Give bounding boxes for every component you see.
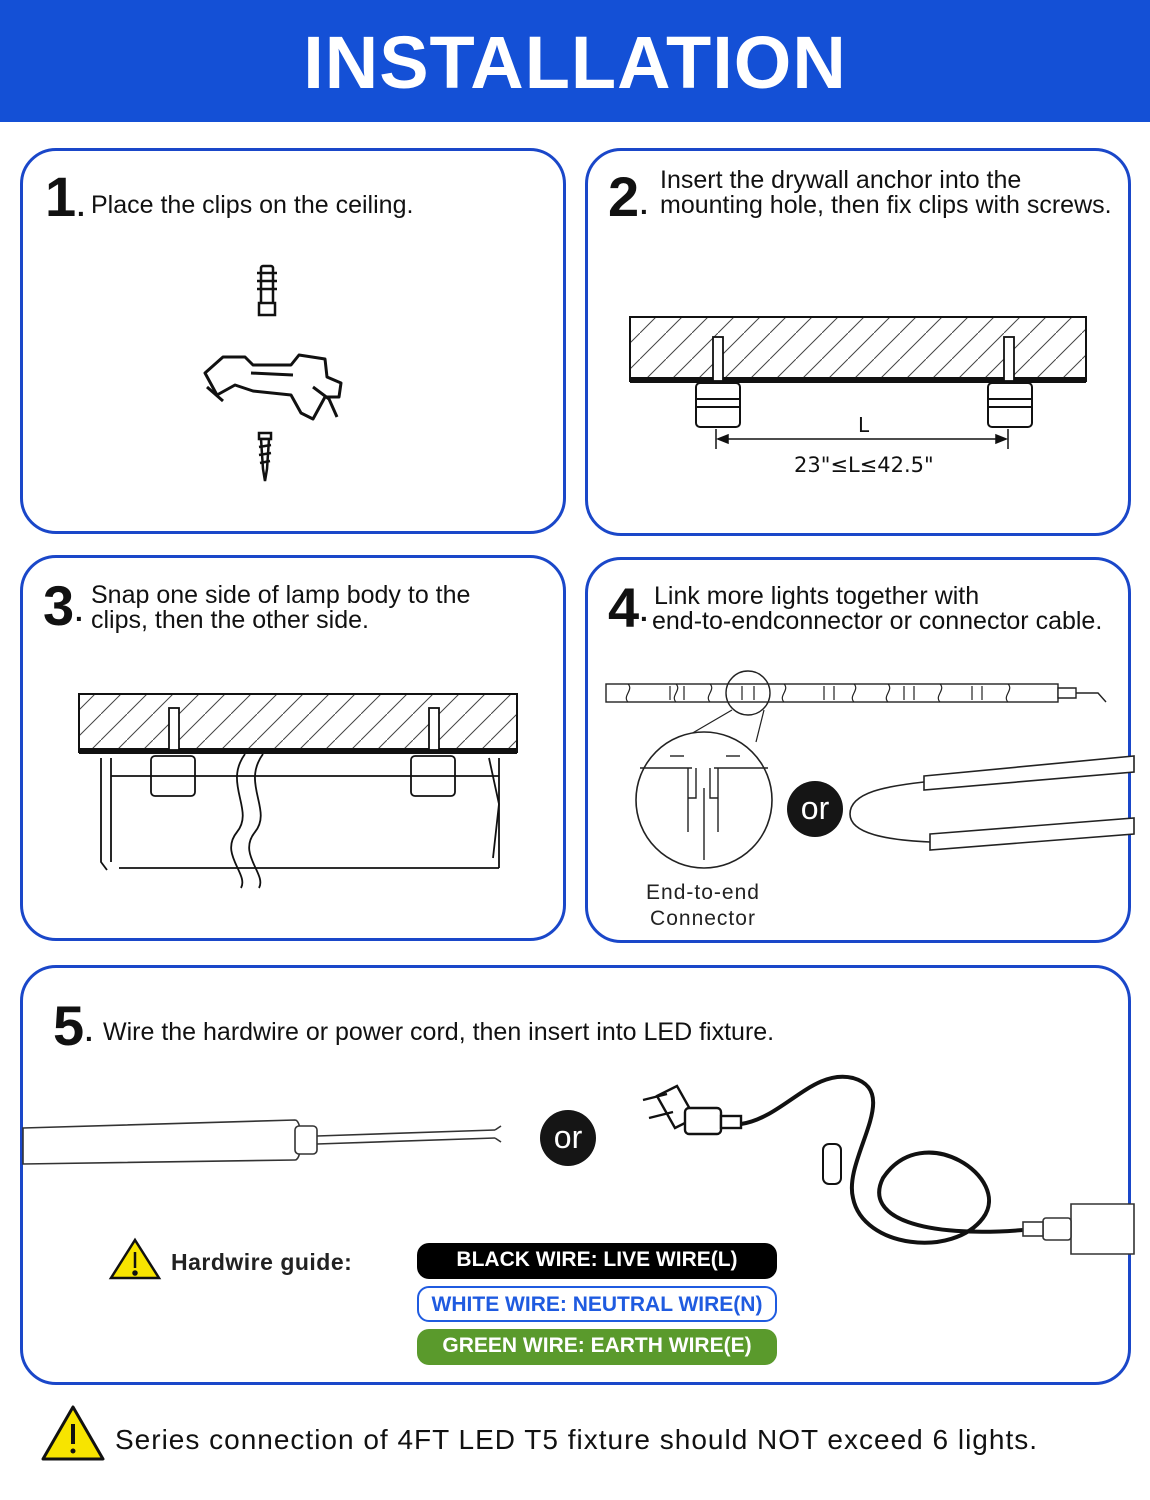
step-number: 1 — [45, 165, 77, 228]
step-dot: . — [640, 189, 648, 220]
step-dot: . — [77, 191, 85, 222]
step-3-panel: 3 . Snap one side of lamp body to the cl… — [20, 555, 566, 941]
black-wire-pill: BLACK WIRE: LIVE WIRE(L) — [417, 1243, 777, 1279]
step-5-panel: 5 . Wire the hardwire or power cord, the… — [20, 965, 1135, 1385]
step-text: Place the clips on the ceiling. — [91, 191, 414, 219]
hardwire-and-cord-illustration — [22, 1074, 1135, 1280]
white-wire-pill: WHITE WIRE: NEUTRAL WIRE(N) — [417, 1286, 777, 1322]
mounting-clip-icon — [203, 353, 343, 421]
dimension-label: L — [858, 413, 870, 437]
step-number: 5 — [53, 994, 85, 1057]
dimension-range: 23"≤L≤42.5" — [794, 453, 934, 477]
step-text-line-1: Snap one side of lamp body to the — [91, 581, 471, 609]
step-dot: . — [75, 596, 83, 627]
ceiling-mount-diagram — [629, 316, 1087, 449]
drywall-anchor-icon — [257, 264, 277, 317]
header-banner: INSTALLATION — [0, 0, 1150, 122]
step-text-line-1: Link more lights together with — [654, 582, 980, 610]
connector-caption-line-2: Connector — [650, 907, 756, 930]
connector-caption-line-1: End-to-end — [646, 881, 760, 904]
or-badge: or — [540, 1110, 596, 1166]
step-text-line-2: end-to-endconnector or connector cable. — [652, 607, 1103, 635]
green-wire-pill: GREEN WIRE: EARTH WIRE(E) — [417, 1329, 777, 1365]
step-text-line-2: mounting hole, then fix clips with screw… — [660, 191, 1112, 219]
step-2-panel: 2 . Insert the drywall anchor into the m… — [585, 148, 1131, 536]
step-1-panel: 1 . Place the clips on the ceiling. — [20, 148, 566, 534]
step-number: 2 — [608, 165, 640, 228]
or-badge: or — [787, 781, 843, 837]
clip-icon — [695, 382, 1033, 428]
snap-lamp-diagram — [78, 693, 518, 889]
step-number: 3 — [43, 574, 75, 637]
warning-icon — [108, 1237, 162, 1280]
step-4-panel: 4 . Link more lights together with end-t… — [585, 557, 1135, 943]
warning-icon — [41, 1405, 105, 1461]
series-connection-warning: Series connection of 4FT LED T5 fixture … — [115, 1424, 1038, 1455]
step-text: Wire the hardwire or power cord, then in… — [103, 1018, 775, 1046]
step-number: 4 — [608, 576, 640, 639]
step-text-line-1: Insert the drywall anchor into the — [660, 166, 1022, 194]
step-dot: . — [640, 596, 648, 627]
clip-and-screws-illustration — [203, 264, 343, 482]
link-lights-diagram — [605, 670, 1135, 869]
step-text-line-2: clips, then the other side. — [91, 606, 369, 634]
screw-icon — [257, 431, 273, 482]
hardwire-guide-label: Hardwire guide: — [171, 1249, 353, 1275]
step-dot: . — [85, 1016, 93, 1047]
page-title: INSTALLATION — [303, 21, 847, 104]
